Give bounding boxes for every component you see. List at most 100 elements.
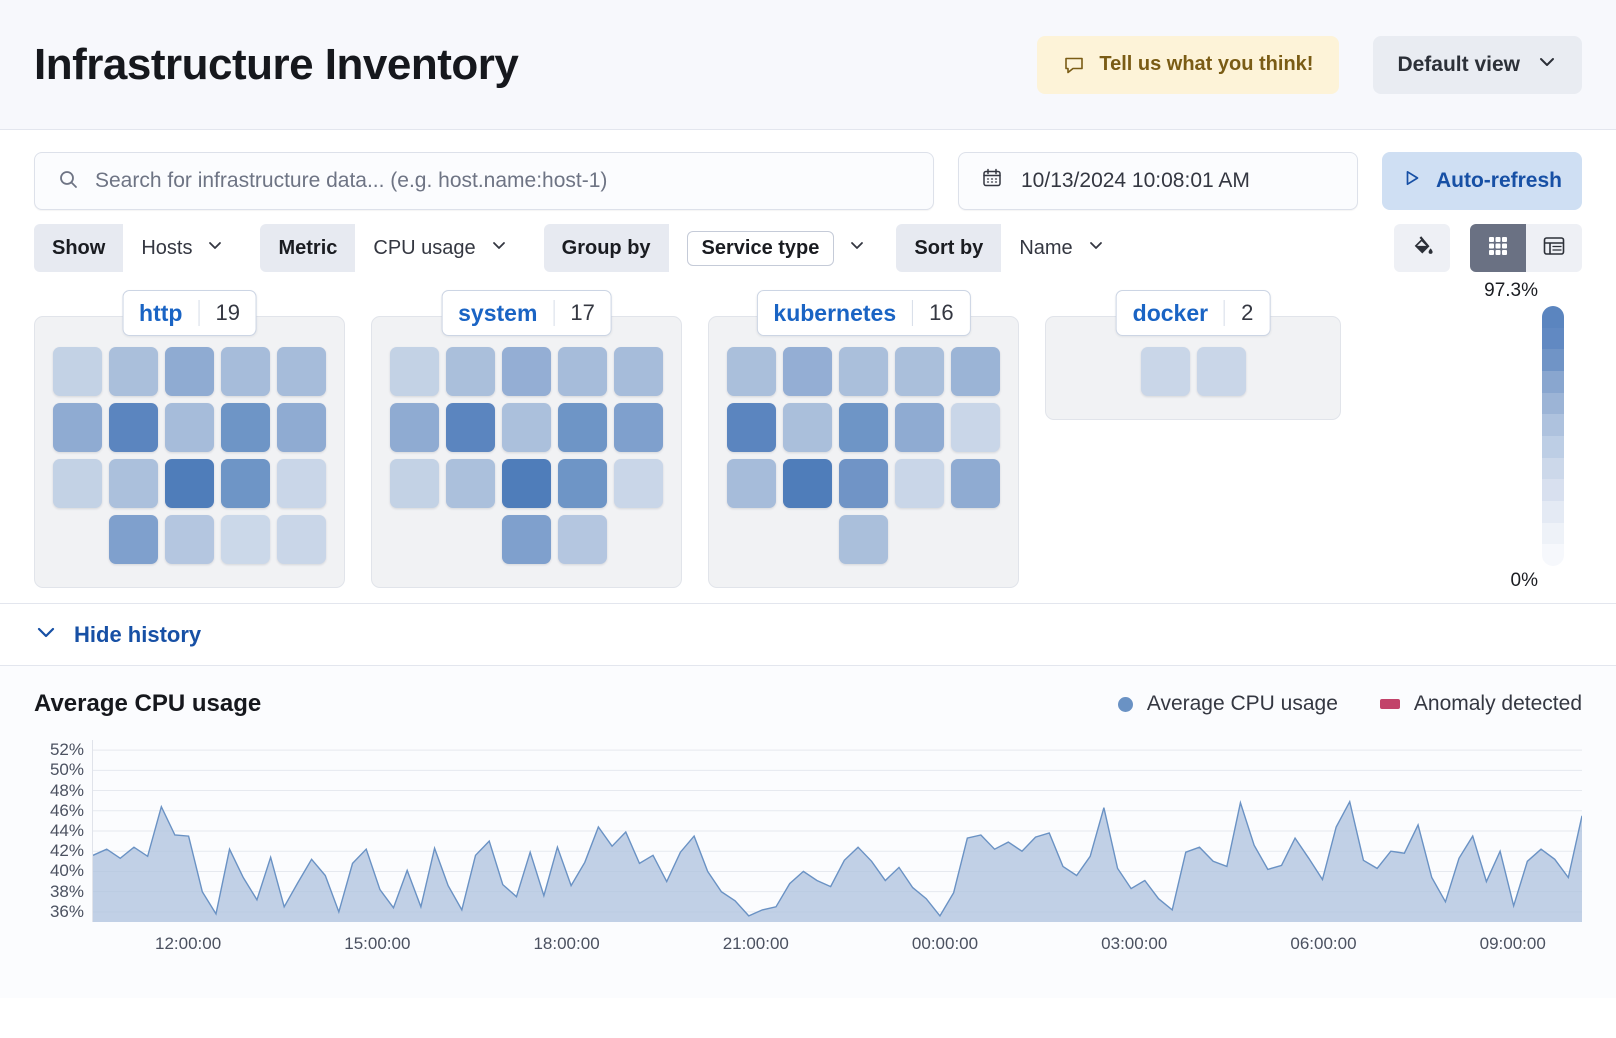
host-tile[interactable]: [390, 403, 439, 452]
chart-header: Average CPU usage Average CPU usage Anom…: [34, 690, 1582, 718]
host-tile[interactable]: [277, 403, 326, 452]
host-tile[interactable]: [502, 347, 551, 396]
host-tile[interactable]: [895, 459, 944, 508]
host-tile[interactable]: [502, 403, 551, 452]
host-tile[interactable]: [783, 459, 832, 508]
host-tile[interactable]: [614, 403, 663, 452]
host-tile[interactable]: [951, 459, 1000, 508]
host-tile[interactable]: [839, 403, 888, 452]
filter-group-by-value[interactable]: Service type: [669, 224, 879, 272]
x-axis-tick: 12:00:00: [155, 934, 222, 953]
host-tile[interactable]: [165, 347, 214, 396]
app-header: Infrastructure Inventory Tell us what yo…: [0, 0, 1616, 130]
grid-view-button[interactable]: [1470, 224, 1526, 272]
host-tile[interactable]: [446, 347, 495, 396]
host-tile[interactable]: [221, 515, 270, 564]
query-bar: 10/13/2024 10:08:01 AM Auto-refresh: [0, 130, 1616, 210]
host-tile[interactable]: [1140, 347, 1190, 396]
host-tile[interactable]: [727, 403, 776, 452]
host-tile[interactable]: [502, 459, 551, 508]
host-tile[interactable]: [951, 403, 1000, 452]
host-tile[interactable]: [390, 459, 439, 508]
host-tile[interactable]: [277, 515, 326, 564]
host-tile[interactable]: [558, 403, 607, 452]
host-tile[interactable]: [109, 459, 158, 508]
auto-refresh-button[interactable]: Auto-refresh: [1382, 152, 1582, 210]
host-tile[interactable]: [839, 515, 888, 564]
host-tile[interactable]: [165, 459, 214, 508]
x-axis-tick: 03:00:00: [1101, 934, 1168, 953]
x-axis-tick: 09:00:00: [1479, 934, 1546, 953]
y-axis-tick: 52%: [49, 740, 84, 760]
feedback-button[interactable]: Tell us what you think!: [1037, 35, 1340, 94]
host-tile[interactable]: [53, 459, 102, 508]
host-tile[interactable]: [165, 403, 214, 452]
search-input[interactable]: [95, 169, 911, 193]
table-view-icon: [1541, 233, 1567, 264]
host-tile[interactable]: [727, 347, 776, 396]
host-tile[interactable]: [783, 347, 832, 396]
host-tile[interactable]: [109, 347, 158, 396]
calendar-icon: [981, 167, 1003, 195]
paint-bucket-button[interactable]: [1394, 224, 1450, 272]
host-tile[interactable]: [221, 347, 270, 396]
host-tile[interactable]: [109, 403, 158, 452]
host-tile[interactable]: [165, 515, 214, 564]
host-tile[interactable]: [614, 347, 663, 396]
filter-sort-by-value[interactable]: Name: [1001, 224, 1122, 272]
group-count: 2: [1241, 300, 1254, 325]
y-axis-tick: 42%: [49, 841, 84, 861]
host-tile[interactable]: [558, 459, 607, 508]
host-tile[interactable]: [839, 459, 888, 508]
chevron-down-icon: [34, 620, 58, 650]
host-tile[interactable]: [277, 459, 326, 508]
chart-svg: [93, 740, 1582, 922]
tile-row: [1064, 347, 1322, 396]
host-tile[interactable]: [446, 459, 495, 508]
host-tile[interactable]: [895, 403, 944, 452]
host-tile[interactable]: [727, 459, 776, 508]
legend-item-anomaly-detected[interactable]: Anomaly detected: [1379, 692, 1582, 716]
host-tile[interactable]: [951, 347, 1000, 396]
host-tile[interactable]: [614, 459, 663, 508]
host-tile[interactable]: [53, 403, 102, 452]
host-tile[interactable]: [502, 515, 551, 564]
host-tile[interactable]: [277, 347, 326, 396]
filter-show-value[interactable]: Hosts: [123, 224, 242, 272]
host-tile[interactable]: [109, 515, 158, 564]
table-view-button[interactable]: [1526, 224, 1582, 272]
host-tile[interactable]: [558, 347, 607, 396]
legend-item-average-cpu-usage[interactable]: Average CPU usage: [1117, 692, 1338, 716]
host-tile[interactable]: [221, 403, 270, 452]
filter-metric-value[interactable]: CPU usage: [355, 224, 525, 272]
legend-min-label: 0%: [1510, 570, 1538, 591]
plot-area[interactable]: [92, 740, 1582, 922]
view-selector[interactable]: Default view: [1373, 35, 1582, 94]
search-box[interactable]: [34, 152, 934, 210]
host-tile[interactable]: [390, 347, 439, 396]
filter-group-by-label: Group by: [543, 224, 669, 272]
host-tile[interactable]: [558, 515, 607, 564]
host-tile[interactable]: [446, 403, 495, 452]
filter-sort-by-label: Sort by: [896, 224, 1002, 272]
chart-area-fill: [93, 801, 1582, 922]
tile-row: [727, 459, 1000, 508]
host-tile[interactable]: [783, 403, 832, 452]
y-axis: 52%50%48%46%44%42%40%38%36%: [34, 740, 92, 922]
chevron-down-icon: [1536, 51, 1558, 79]
host-tile[interactable]: [895, 347, 944, 396]
date-picker[interactable]: 10/13/2024 10:08:01 AM: [958, 152, 1358, 210]
hide-history-button[interactable]: Hide history: [0, 604, 1616, 666]
host-tile[interactable]: [839, 347, 888, 396]
chevron-down-icon: [848, 236, 866, 260]
host-tile[interactable]: [1196, 347, 1246, 396]
host-tile[interactable]: [53, 347, 102, 396]
host-tile[interactable]: [221, 459, 270, 508]
